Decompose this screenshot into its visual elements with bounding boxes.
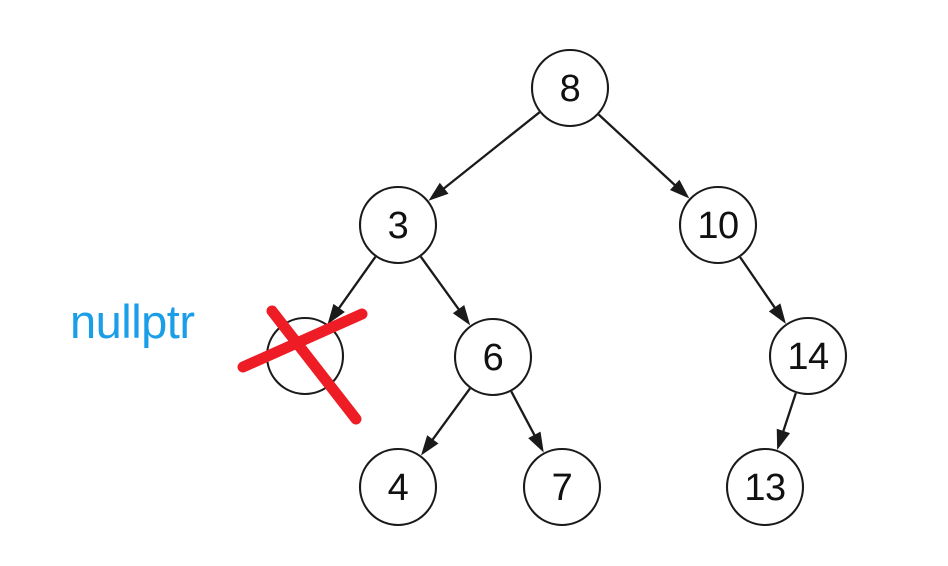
node-label: 13 (744, 467, 785, 509)
node-circle[interactable] (358, 447, 438, 527)
tree-edge (510, 390, 544, 453)
node-label: 10 (697, 205, 738, 247)
edge-arrow-head-icon (528, 431, 544, 453)
edge-arrow-head-icon (669, 179, 690, 199)
tree-edge (739, 256, 786, 324)
node-label: 14 (787, 336, 829, 378)
tree-node-10[interactable]: 10 (678, 185, 758, 265)
edge-arrow-head-icon (776, 428, 791, 450)
cross-out-stroke-1 (266, 305, 362, 425)
cross-out-stroke-2 (237, 308, 368, 373)
tree-edge (597, 113, 690, 199)
node-label: 6 (483, 337, 504, 379)
nullptr-annotation-label: nullptr (70, 295, 195, 348)
node-circle[interactable] (530, 48, 610, 128)
tree-node-14[interactable]: 14 (768, 316, 848, 396)
node-label: 3 (388, 205, 409, 247)
node-circle[interactable] (522, 447, 602, 527)
tree-edge (419, 255, 471, 326)
node-label: 8 (560, 68, 581, 110)
nullptr-annotation-group: nullptr (70, 295, 195, 348)
node-circle[interactable] (725, 447, 805, 527)
tree-node-7[interactable]: 7 (522, 447, 602, 527)
tree-edge (428, 111, 541, 201)
tree-edge (327, 256, 377, 325)
edge-arrow-head-icon (768, 303, 786, 324)
red-cross-out-mark (237, 305, 368, 425)
node-circle[interactable] (768, 316, 848, 396)
node-label: 7 (552, 467, 573, 509)
tree-edge (421, 387, 471, 456)
node-circle[interactable] (678, 185, 758, 265)
edge-arrow-head-icon (421, 435, 439, 456)
tree-node-3[interactable]: 3 (358, 185, 438, 265)
tree-node-13[interactable]: 13 (725, 447, 805, 527)
tree-node-6[interactable]: 6 (453, 317, 533, 397)
edge-arrow-head-icon (428, 182, 449, 201)
node-circle[interactable] (453, 317, 533, 397)
tree-node-4[interactable]: 4 (358, 447, 438, 527)
edge-arrow-head-icon (327, 303, 345, 325)
tree-nodes-group: 8 3 10 6 14 4 7 13 (265, 48, 848, 527)
node-circle[interactable] (358, 185, 438, 265)
edge-arrow-head-icon (452, 305, 471, 326)
tree-edge (776, 392, 797, 450)
tree-edges-group (327, 111, 797, 456)
node-label: 4 (388, 467, 409, 509)
tree-node-8[interactable]: 8 (530, 48, 610, 128)
